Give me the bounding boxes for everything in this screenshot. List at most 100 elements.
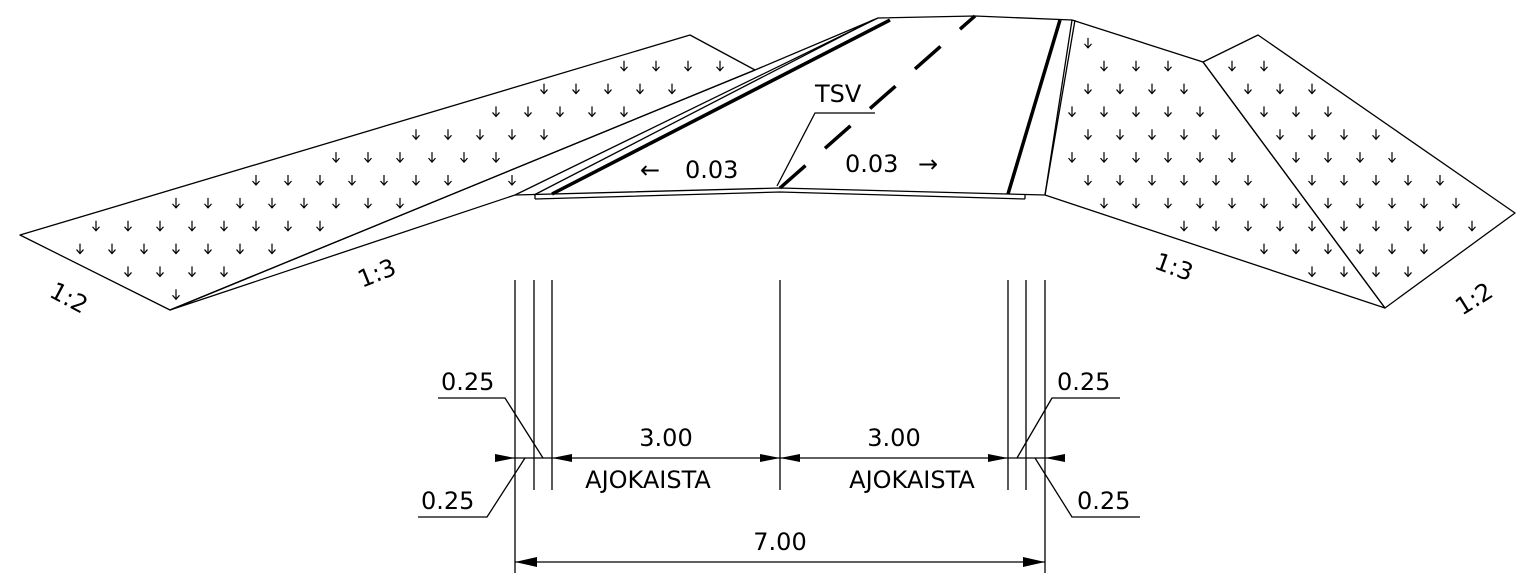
hatch-mark	[652, 60, 660, 72]
hatch-mark	[1260, 243, 1268, 255]
hatch-mark	[1100, 106, 1108, 118]
slope-right-value: 0.03	[845, 150, 898, 178]
hatch-mark	[284, 220, 292, 232]
hatch-mark	[1244, 83, 1252, 95]
hatch-mark	[1132, 197, 1140, 209]
tsv-label: TSV	[814, 80, 862, 108]
hatch-mark	[492, 106, 500, 118]
hatch-mark	[252, 175, 260, 186]
hatch-mark	[1132, 152, 1140, 164]
hatch-mark	[1292, 106, 1300, 118]
dim-arrow-lane-right-start	[780, 454, 800, 462]
dim-arrow-outer-left	[495, 454, 515, 462]
shoulder-top-left-value: 0.25	[441, 368, 494, 396]
slope-right-arrow: →	[918, 150, 938, 178]
hatch-mark	[1388, 197, 1396, 209]
hatch-mark	[1196, 152, 1204, 164]
hatch-mark	[1452, 197, 1460, 209]
hatch-mark	[444, 175, 452, 186]
hatch-mark	[1308, 129, 1316, 141]
hatch-mark	[268, 243, 276, 255]
hatch-mark	[1276, 220, 1284, 232]
hatch-mark	[108, 243, 116, 255]
hatch-mark	[1260, 106, 1268, 118]
hatch-mark	[556, 106, 564, 118]
hatch-mark	[636, 83, 644, 95]
hatch-mark	[140, 243, 148, 255]
hatch-mark	[684, 60, 692, 72]
hatch-mark	[1340, 220, 1348, 232]
hatch-mark	[1372, 266, 1380, 278]
leader-shoulder-top-right	[1016, 397, 1120, 459]
hatch-mark	[316, 220, 324, 232]
embankment-left-inner	[169, 17, 879, 311]
hatch-mark	[620, 106, 628, 118]
hatch-mark	[1468, 220, 1476, 232]
hatch-mark	[172, 243, 180, 255]
hatch-mark	[1372, 129, 1380, 141]
hatch-mark	[172, 289, 180, 301]
hatch-mark	[252, 220, 260, 232]
embankment-right-inner	[1044, 19, 1386, 309]
center-line	[778, 14, 977, 190]
hatch-mark	[428, 152, 436, 164]
hatch-mark	[1228, 60, 1236, 72]
hatch-mark	[1340, 175, 1348, 186]
hatch-mark	[1116, 175, 1124, 186]
hatch-mark	[1404, 266, 1412, 278]
hatch-mark	[1276, 129, 1284, 141]
hatch-mark	[1180, 175, 1188, 186]
hatch-mark	[1164, 60, 1172, 72]
left-shoulder-edge	[533, 19, 874, 196]
hatch-mark	[572, 83, 580, 95]
hatch-mark	[1340, 129, 1348, 141]
hatch-mark	[1180, 220, 1188, 232]
hatch-mark	[332, 197, 340, 209]
hatch-mark	[220, 220, 228, 232]
hatch-mark	[1084, 37, 1092, 49]
hatch-mark	[1196, 197, 1204, 209]
lane-left-width: 3.00	[639, 424, 692, 452]
hatch-mark	[1164, 197, 1172, 209]
hatch-mark	[1148, 83, 1156, 95]
hatch-mark	[284, 175, 292, 186]
road-surface	[514, 14, 1076, 200]
hatch-mark	[1260, 60, 1268, 72]
hatch-mark	[1308, 83, 1316, 95]
right-shoulder-edge	[1044, 19, 1076, 196]
hatch-mark	[524, 106, 532, 118]
cross-slope-labels: ← 0.03 0.03 →	[640, 150, 938, 184]
hatch-mark	[620, 60, 628, 72]
hatch-mark	[1100, 152, 1108, 164]
leader-shoulder-top-left	[438, 397, 544, 459]
leader-shoulder-bottom-left	[418, 457, 526, 518]
hatch-mark	[1116, 129, 1124, 141]
hatch-mark	[444, 129, 452, 141]
shoulder-bottom-left-value: 0.25	[421, 487, 474, 515]
hatch-mark	[1388, 152, 1396, 164]
hatch-mark	[1260, 197, 1268, 209]
hatch-mark	[188, 220, 196, 232]
embankment-hatching	[76, 37, 1476, 301]
hatch-mark	[1068, 152, 1076, 164]
road-base-layer	[534, 191, 1026, 200]
hatch-mark	[1116, 83, 1124, 95]
hatch-mark	[1132, 60, 1140, 72]
left-edge-line	[551, 18, 891, 196]
hatch-mark	[1100, 197, 1108, 209]
hatch-mark	[1132, 106, 1140, 118]
total-width: 7.00	[753, 528, 806, 556]
hatch-mark	[268, 197, 276, 209]
hatch-mark	[188, 266, 196, 278]
hatch-mark	[316, 175, 324, 186]
hatch-mark	[540, 83, 548, 95]
hatch-mark	[396, 197, 404, 209]
slope-left-arrow: ←	[640, 156, 660, 184]
hatch-mark	[156, 220, 164, 232]
hatch-mark	[1404, 175, 1412, 186]
hatch-mark	[396, 152, 404, 164]
slope-ratio-left-outer: 1:2	[45, 277, 92, 320]
hatch-mark	[492, 152, 500, 164]
hatch-mark	[412, 129, 420, 141]
hatch-mark	[1308, 266, 1316, 278]
